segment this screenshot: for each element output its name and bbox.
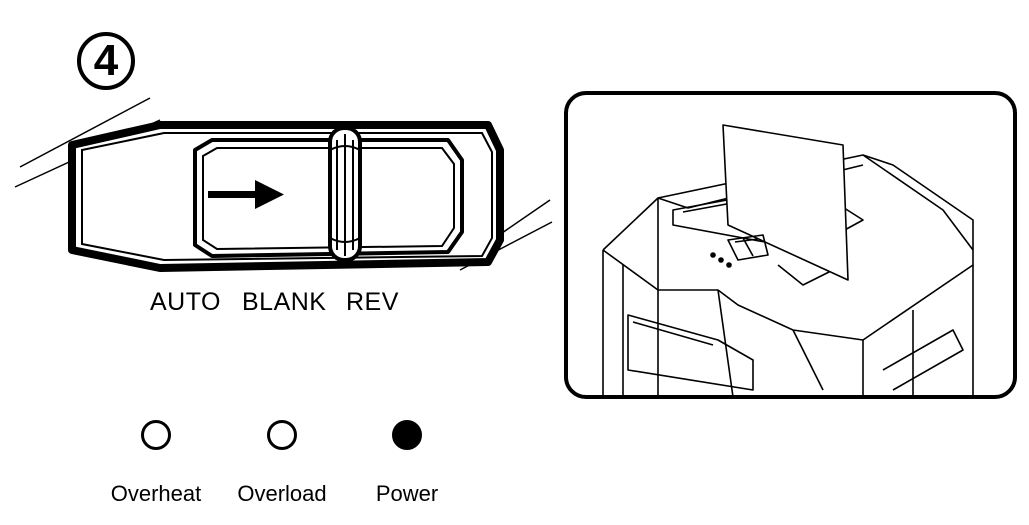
overload-indicator-icon xyxy=(267,420,297,450)
overheat-indicator-icon xyxy=(141,420,171,450)
overload-label: Overload xyxy=(237,481,327,506)
overheat-label: Overheat xyxy=(110,481,202,506)
step-number: 4 xyxy=(93,36,119,85)
right-arrow-icon xyxy=(208,180,284,209)
step-badge: 4 xyxy=(76,31,136,91)
mode-switch xyxy=(14,97,553,272)
label-auto: AUTO xyxy=(150,288,221,316)
label-blank: BLANK xyxy=(242,288,327,316)
power-label: Power xyxy=(375,481,439,506)
label-rev: REV xyxy=(346,288,399,316)
power-indicator-icon xyxy=(392,420,422,450)
shredder-illustration xyxy=(564,91,1017,399)
slider-knob xyxy=(328,126,362,262)
step-circle-icon xyxy=(77,32,135,90)
